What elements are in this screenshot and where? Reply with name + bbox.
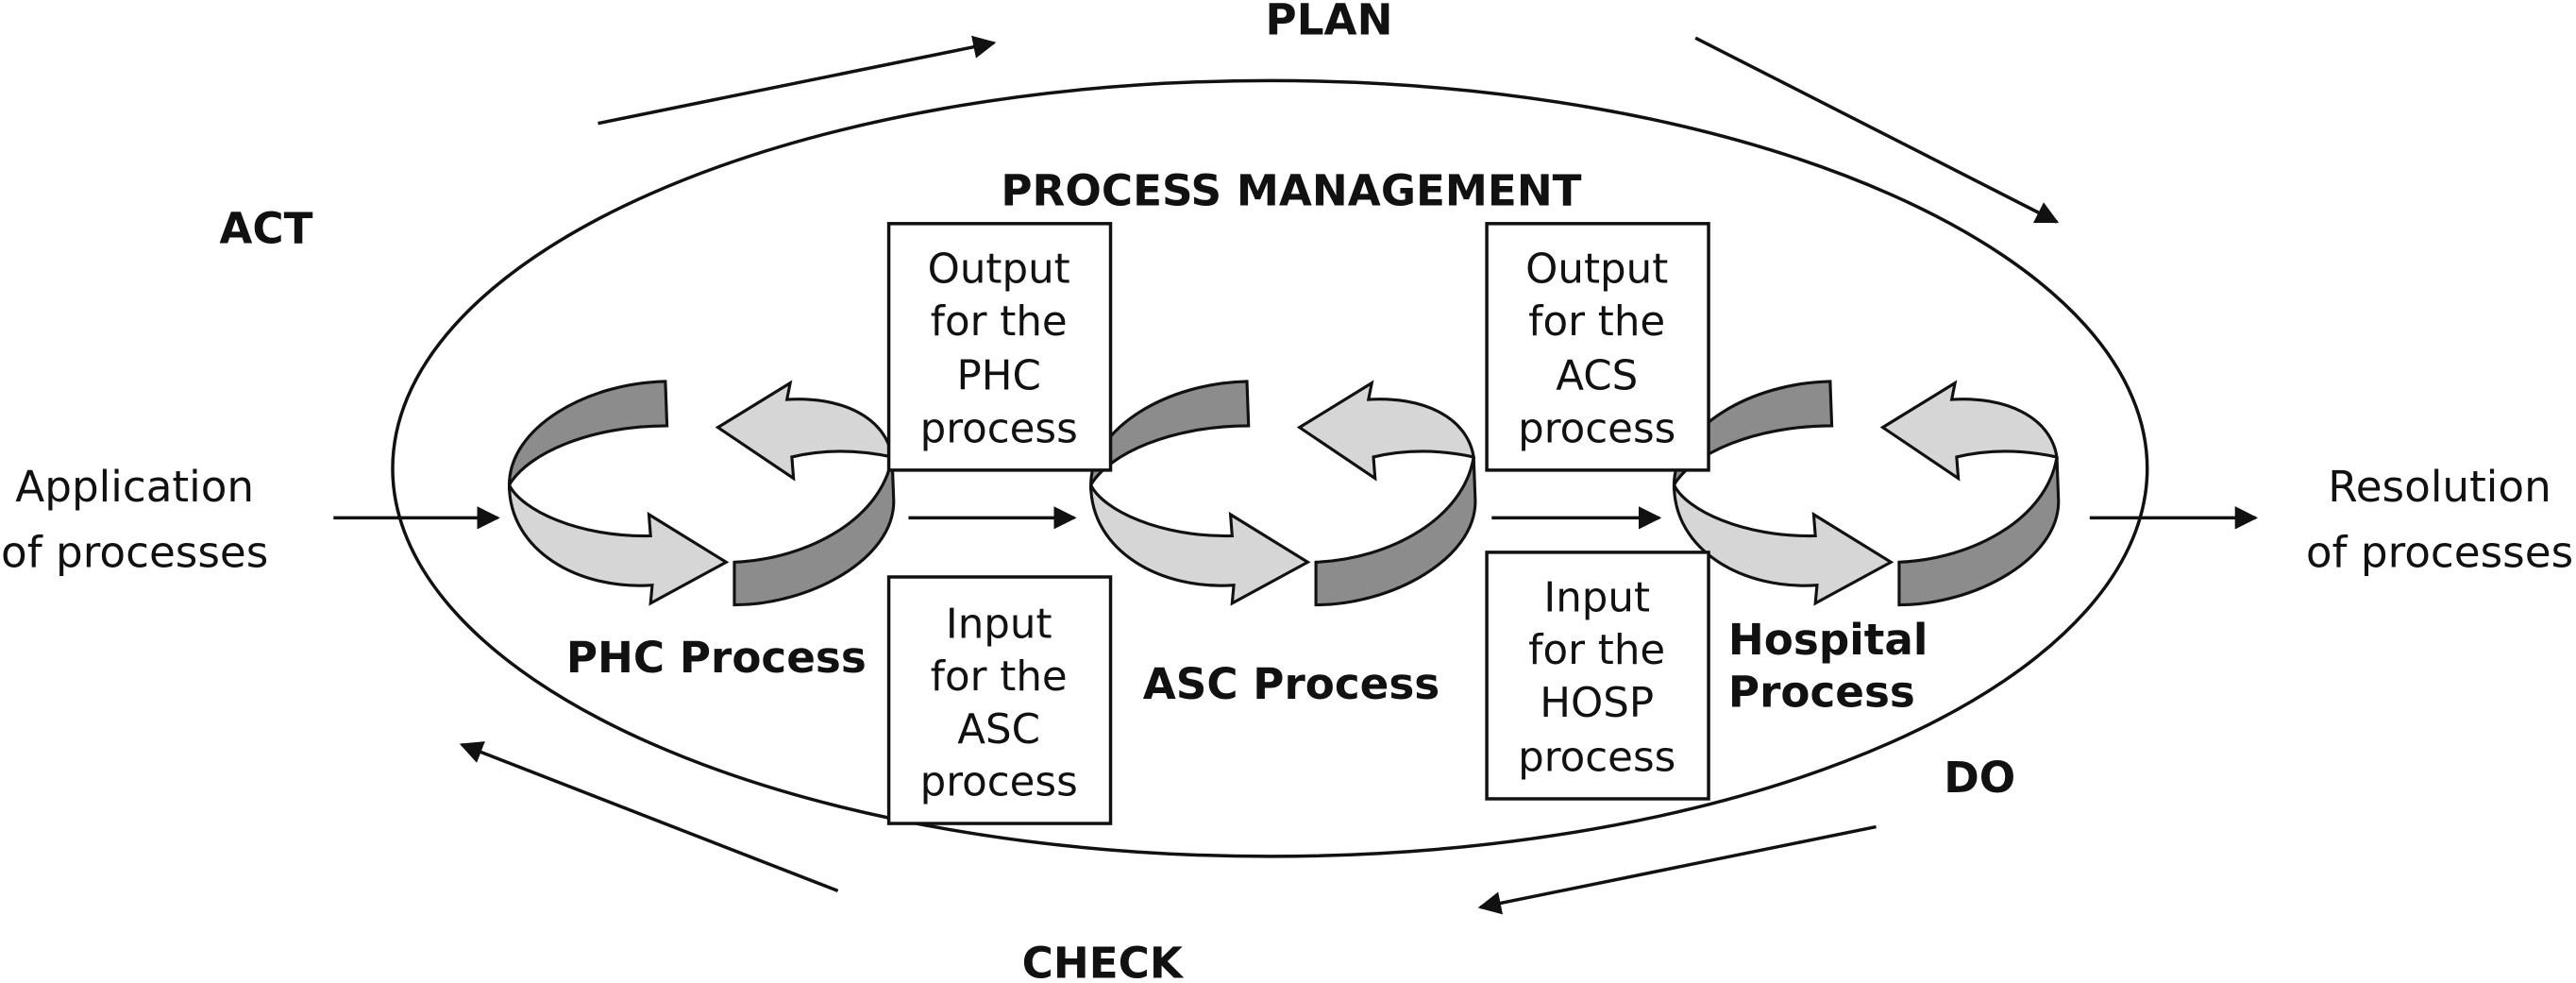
- svg-text:process: process: [1518, 405, 1675, 452]
- act-label: ACT: [219, 204, 312, 254]
- svg-text:Input: Input: [1543, 575, 1650, 622]
- input-asc-text: Input for the ASC process: [920, 601, 1078, 805]
- output-phc-box: [886, 222, 1113, 472]
- input-hosp-box: [1485, 551, 1710, 801]
- check-label: CHECK: [1022, 939, 1185, 983]
- hospital-cycle-icon: [1672, 380, 2061, 607]
- svg-text:HOSP: HOSP: [1540, 680, 1654, 727]
- svg-text:for the: for the: [1528, 298, 1665, 346]
- hospital-process-label-line2: Process: [1728, 667, 1915, 717]
- input-asc-box: [886, 575, 1113, 825]
- check-arrow: [459, 741, 839, 893]
- svg-text:PHC: PHC: [957, 353, 1041, 400]
- svg-text:Output: Output: [1525, 246, 1668, 293]
- svg-text:ASC: ASC: [957, 706, 1040, 754]
- plan-label: PLAN: [1266, 0, 1393, 45]
- do-label: DO: [1944, 753, 2015, 803]
- svg-text:for the: for the: [931, 653, 1068, 701]
- svg-text:Input: Input: [946, 601, 1052, 648]
- output-acs-box: [1485, 222, 1710, 472]
- asc-cycle-icon: [1089, 380, 1477, 607]
- hospital-process-label-line1: Hospital: [1728, 615, 1928, 665]
- application-label-line1: Application: [15, 462, 254, 512]
- application-label-line2: of processes: [1, 528, 268, 578]
- svg-text:for the: for the: [931, 298, 1068, 346]
- output-acs-text: Output for the ACS process: [1518, 246, 1675, 452]
- asc-process-label: ASC Process: [1143, 659, 1440, 709]
- do-arrow: [1477, 824, 1877, 915]
- process-management-title: PROCESS MANAGEMENT: [1001, 166, 1581, 216]
- resolution-label-line2: of processes: [2306, 528, 2573, 578]
- svg-text:process: process: [920, 405, 1078, 452]
- phc-cycle-icon: [507, 380, 896, 607]
- output-phc-text: Output for the PHC process: [920, 246, 1078, 452]
- process-management-ellipse: [391, 78, 2149, 858]
- input-hosp-text: Input for the HOSP process: [1518, 575, 1675, 782]
- plan-arrow-left: [598, 35, 997, 126]
- svg-text:process: process: [920, 758, 1078, 805]
- svg-text:process: process: [1518, 734, 1675, 781]
- resolution-label-line1: Resolution: [2328, 462, 2551, 512]
- svg-text:ACS: ACS: [1556, 353, 1638, 400]
- svg-text:for the: for the: [1528, 627, 1665, 674]
- phc-process-label: PHC Process: [566, 633, 867, 683]
- plan-arrow-right: [1694, 36, 2060, 224]
- svg-text:Output: Output: [928, 246, 1070, 293]
